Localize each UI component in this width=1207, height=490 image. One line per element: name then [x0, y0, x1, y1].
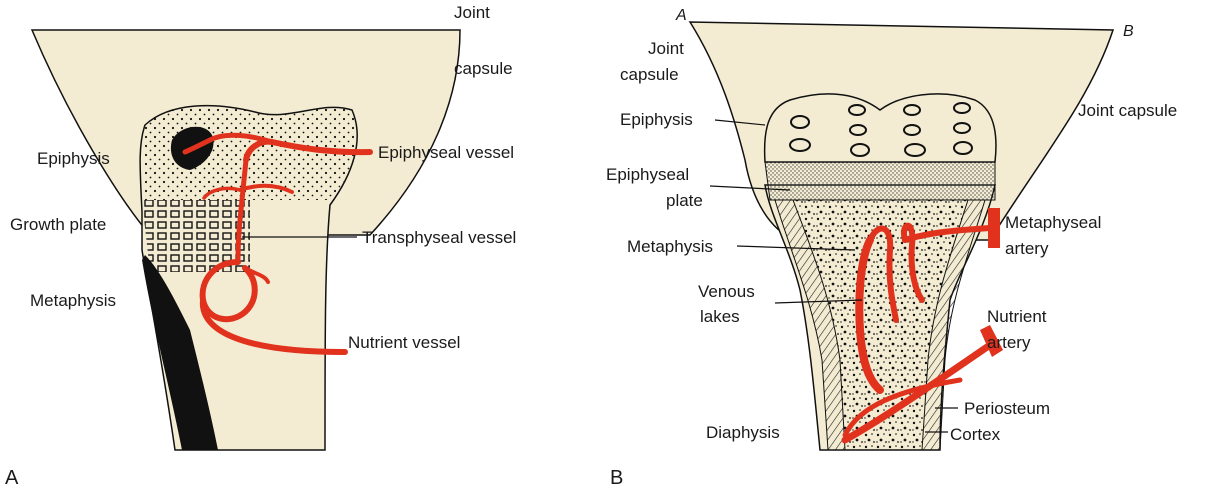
label-venous-lakes-b-2: lakes [700, 307, 740, 326]
label-epiphyseal-plate-b-2: plate [666, 191, 703, 210]
label-periosteum-b: Periosteum [964, 399, 1050, 418]
label-metaphysis-b: Metaphysis [627, 237, 713, 256]
epiphyseal-plate-b [765, 162, 995, 200]
label-metaphyseal-artery-b-1: Metaphyseal [1005, 213, 1101, 232]
label-joint-capsule-a-1: Joint [454, 3, 490, 22]
label-epiphysis-a: Epiphysis [37, 149, 110, 168]
label-corner-a-b: A [675, 7, 687, 24]
label-corner-b-b: B [1123, 23, 1134, 40]
label-epiphyseal-plate-b-1: Epiphyseal [606, 165, 689, 184]
label-joint-capsule-a-2: capsule [454, 59, 513, 78]
label-nutrient-vessel-a: Nutrient vessel [348, 333, 460, 352]
label-joint-capsule-right-b: Joint capsule [1078, 101, 1177, 120]
panel-b: A B Joint capsule Joint capsule Epiphysi… [606, 7, 1177, 489]
label-diaphysis-b: Diaphysis [706, 423, 780, 442]
label-growth-plate-a: Growth plate [10, 215, 106, 234]
label-metaphysis-a: Metaphysis [30, 291, 116, 310]
label-joint-capsule-left-b-2: capsule [620, 65, 679, 84]
label-nutrient-artery-b-1: Nutrient [987, 307, 1047, 326]
label-venous-lakes-b-1: Venous [698, 282, 755, 301]
metaphyseal-artery-end-b [988, 208, 1000, 248]
panel-a: Joint capsule Epiphysis Growth plate Met… [5, 3, 516, 489]
label-metaphyseal-artery-b-2: artery [1005, 239, 1049, 258]
label-nutrient-artery-b-2: artery [987, 333, 1031, 352]
label-transphyseal-vessel-a: Transphyseal vessel [362, 228, 516, 247]
label-joint-capsule-left-b-1: Joint [648, 39, 684, 58]
label-epiphysis-b: Epiphysis [620, 110, 693, 129]
label-epiphyseal-vessel-a: Epiphyseal vessel [378, 143, 514, 162]
label-cortex-b: Cortex [950, 425, 1001, 444]
panel-letter-b: B [610, 467, 623, 489]
panel-letter-a: A [5, 467, 19, 489]
